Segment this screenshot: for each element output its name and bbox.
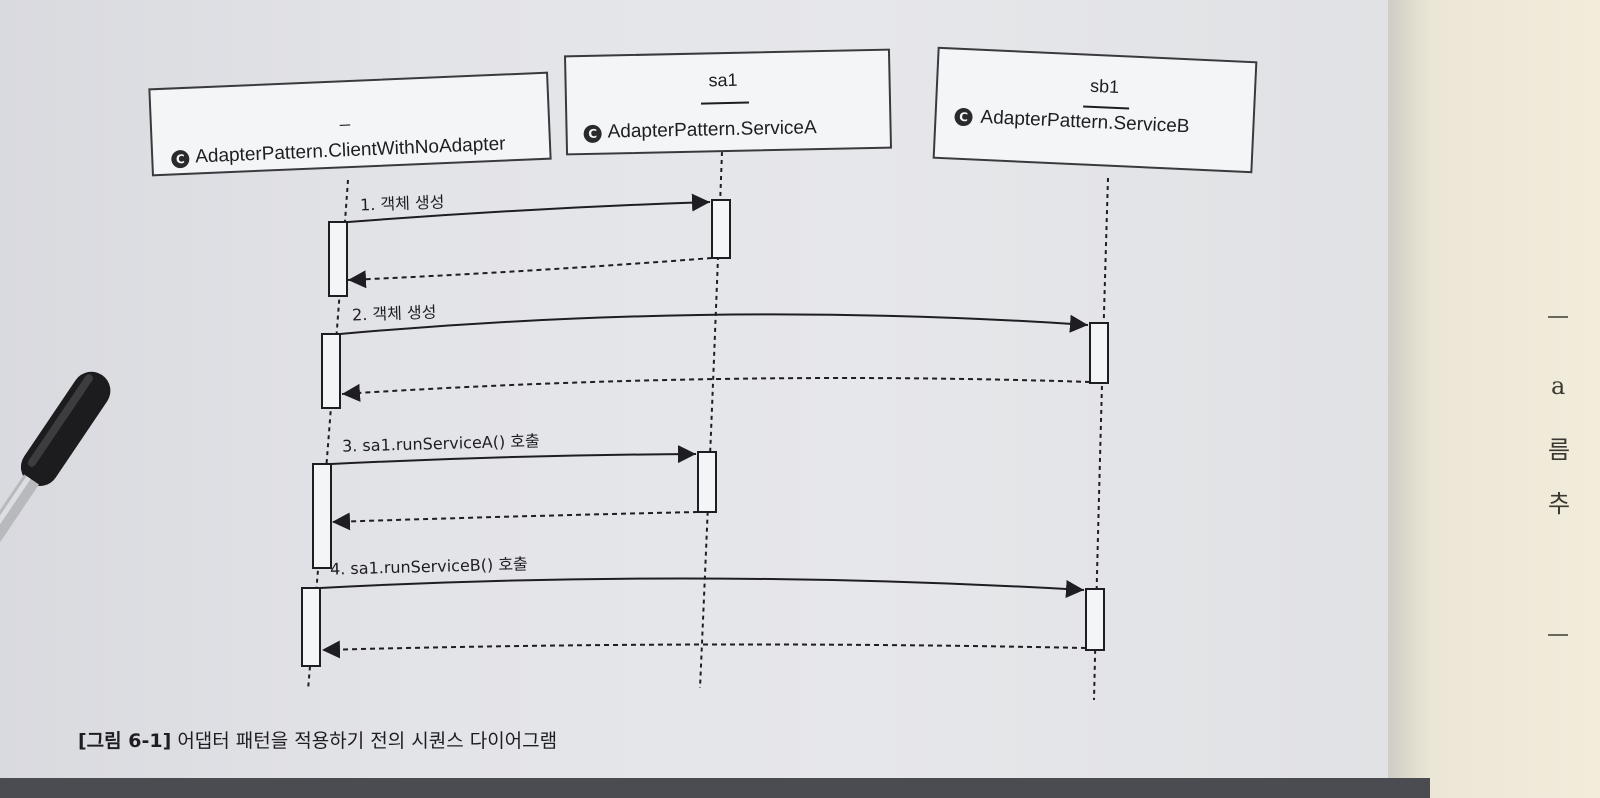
activation-bar	[321, 333, 341, 409]
return-arrow	[347, 257, 713, 289]
participant-client: _ C AdapterPattern.ClientWithNoAdapter	[148, 71, 552, 177]
participant-sb1: sb1 C AdapterPattern.ServiceB	[932, 46, 1258, 174]
class-stereotype-icon: C	[954, 107, 973, 127]
message-label: 1. 객체 생성	[359, 192, 445, 215]
instance-underline	[1083, 105, 1130, 110]
message-arrow	[319, 577, 1085, 598]
figure-number: [그림 6-1]	[78, 730, 172, 752]
right-page-fragment: 름	[1548, 436, 1571, 464]
activation-bar	[1085, 588, 1105, 651]
right-page-fragment: 추	[1548, 490, 1571, 518]
sequence-diagram	[301, 151, 1109, 701]
participant-class-name: AdapterPattern.ServiceB	[980, 106, 1190, 138]
activation-bar	[1089, 322, 1109, 384]
participant-instance-name: sa1	[708, 69, 738, 91]
pen	[0, 371, 111, 609]
margin-dash	[1548, 634, 1568, 636]
activation-bar	[697, 451, 717, 513]
participant-instance-name: sb1	[1089, 75, 1120, 98]
activation-bar	[301, 587, 321, 667]
participant-instance-name: _	[339, 106, 351, 127]
instance-underline	[701, 101, 750, 105]
activation-bar	[312, 463, 332, 569]
activation-bar	[711, 199, 731, 259]
message-arrow	[330, 445, 697, 465]
right-page: a 름 추	[1388, 0, 1600, 798]
message-arrow	[339, 313, 1089, 335]
return-arrow	[341, 377, 1091, 402]
participant-class-name: AdapterPattern.ServiceA	[607, 117, 817, 143]
class-stereotype-icon: C	[583, 124, 602, 144]
participant-class-name: AdapterPattern.ClientWithNoAdapter	[194, 133, 506, 168]
participant-sa1: sa1 C AdapterPattern.ServiceA	[563, 48, 893, 156]
right-page-fragment: a	[1551, 372, 1566, 400]
margin-dash	[1548, 316, 1568, 318]
figure-caption-text: 어댑터 패턴을 적용하기 전의 시퀀스 다이어그램	[177, 730, 558, 752]
message-arrow	[347, 193, 711, 223]
message-label: 2. 객체 생성	[351, 302, 437, 325]
activation-bar	[328, 221, 348, 297]
page-edge-shadow	[0, 778, 1430, 798]
return-arrow	[321, 640, 1087, 659]
figure-caption: [그림 6-1] 어댑터 패턴을 적용하기 전의 시퀀스 다이어그램	[78, 726, 557, 753]
return-arrow	[331, 511, 699, 531]
